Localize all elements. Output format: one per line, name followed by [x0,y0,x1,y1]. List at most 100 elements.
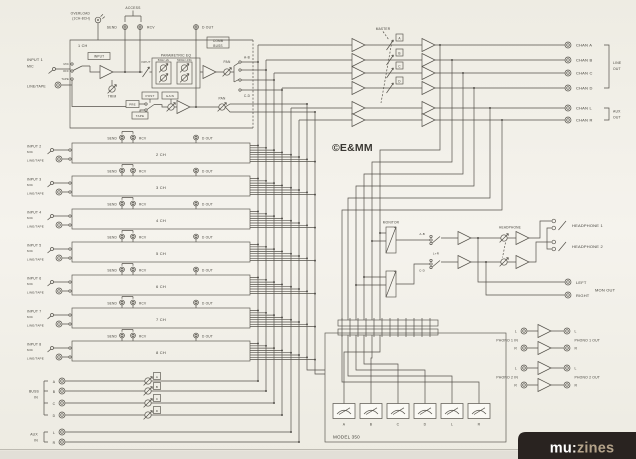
master-gang-dashed [380,31,393,104]
vu-meter-b [359,403,383,419]
sw-off-contact[interactable] [70,69,74,73]
phono-r-letter: R [514,384,517,388]
box-contact [68,247,72,251]
muzines-logo-text[interactable]: mu:zines [550,441,614,457]
buss-in-pot-c-label: C [156,397,159,401]
monitor-junctions [355,232,487,286]
phono-r-letter: R [514,347,517,351]
monitor-switch-contact[interactable] [429,265,433,270]
tape-label: TAPE [136,114,144,118]
monitor-switch-contact[interactable] [429,238,433,242]
route-ab-label: A-B [244,56,250,60]
box-contact [68,181,72,185]
muzines-logo-background[interactable] [518,432,636,459]
gain-label: GAIN [166,94,174,98]
chan-l-label: CHAN L [576,106,592,111]
tap-routing-wires [341,45,503,320]
channel-output-fan [250,178,315,195]
muzines-mu: mu [550,441,572,457]
sw-mic-contact[interactable] [70,62,74,66]
phono-l-letter: L [575,367,577,371]
headphone-1-switch [558,220,567,231]
monitor-switch-contact[interactable] [429,234,433,239]
headphone-2-label: HEADPHONE 2 [572,244,603,249]
headphone-2-jack-icon[interactable] [551,246,556,252]
channel-box-label: 4 CH [156,218,166,223]
monitor-switch-ab-label: A-B [419,232,425,236]
eq-low-label: 50Hz-2k [158,58,170,62]
rcv-label: RCV [139,203,147,207]
page-edge-shadow [0,450,518,459]
muzines-logo[interactable]: mu:zines [518,432,636,459]
headphone-1-jack-icon[interactable] [551,225,556,231]
channel-strips: 2 CH INPUT 2 MIC LINE/TAPE SEND RCV D OU… [27,131,316,362]
meter-panel: A B C D L R MODEL 350 [324,318,507,443]
buss-in-label-1: BUSS [29,390,40,394]
headphone-pot-label: HEADPHONE [499,226,521,230]
aux-out-label-1: AUX [613,110,621,114]
master-fader-d-box [395,76,404,85]
box-contact [68,223,72,227]
box-contact [68,157,72,161]
rcv-label: RCV [139,170,147,174]
channel-mic-label: MIC [27,183,34,187]
channel-box-label: 2 CH [156,152,166,157]
channel-wires [47,329,197,358]
vu-meter-d [413,403,437,419]
parametric-eq-label: PARAMETRIC EQ [161,54,192,58]
box-contact [68,190,72,194]
phono-r-letter: R [575,384,578,388]
master-fader-d-label: D [398,79,401,83]
headphone-2-jack-icon[interactable] [551,239,556,245]
connector-strip [337,319,439,327]
channel-linetape-label: LINE/TAPE [27,324,44,328]
rcv-label: RCV [139,335,147,339]
muzines-colon: : [572,441,577,457]
dout-label: D OUT [202,203,213,207]
copyright-text: ©E&MM [332,142,373,154]
channel-strip-8: 8 CH INPUT 8 MIC LINE/TAPE SEND RCV D OU… [27,329,316,362]
chan-b-label: CHAN B [576,58,592,63]
channel-linetape-label: LINE/TAPE [27,192,44,196]
mon-out-left-label: LEFT [576,280,587,285]
channel-strip-4: 4 CH INPUT 4 MIC LINE/TAPE SEND RCV D OU… [27,197,316,230]
pan-send-label: PAN [219,97,226,101]
channel-mic-label: MIC [27,348,34,352]
rcv-label: RCV [139,137,147,141]
pre-label: PRE [129,103,136,107]
sw-tape-contact[interactable] [70,77,74,81]
buss-in-d-letter: D [53,414,56,418]
comb-buss-box [206,36,230,49]
channel-output-fan [250,145,315,162]
buss-in-label-2: IN [34,396,38,400]
phono2-in-label: PHONO 2 IN [496,376,518,380]
monitor-switch-contact[interactable] [429,241,433,246]
routing-middle [341,45,503,320]
headphone-1-jack-icon[interactable] [551,218,556,224]
phono-section: L R L R L R L R PHONO 1 IN PHONO 1 OUT P… [496,324,600,392]
monitor-label: MONITOR [383,221,400,225]
channel-output-fan [250,277,315,294]
master-fader-a-box [395,33,404,42]
master-fader-c-label: C [398,64,401,68]
send-label: SEND [107,26,118,30]
box-contact [68,214,72,218]
channel-box-label: 6 CH [156,284,166,289]
mon-out-label: MON OUT [595,288,616,293]
monitor-switch-contact[interactable] [429,262,433,266]
dout-label: D OUT [202,269,213,273]
sw-off-label: OFF [63,69,69,73]
channel-box-label: 3 CH [156,185,166,190]
box-contact [68,280,72,284]
meter-a-label: A [343,423,346,427]
comb-buss-label-2: BUSS [213,44,222,48]
buss-in-a-letter: A [53,380,56,384]
channel-input-label: INPUT 5 [27,244,41,248]
pan-label: PAN [224,60,231,64]
channel-linetape-label: LINE/TAPE [27,258,44,262]
box-contact [68,355,72,359]
scan-bottom-edge [0,449,518,459]
channel-wires [47,131,197,160]
parametric-eq-box [151,57,201,89]
monitor-switch-contact[interactable] [429,258,433,263]
